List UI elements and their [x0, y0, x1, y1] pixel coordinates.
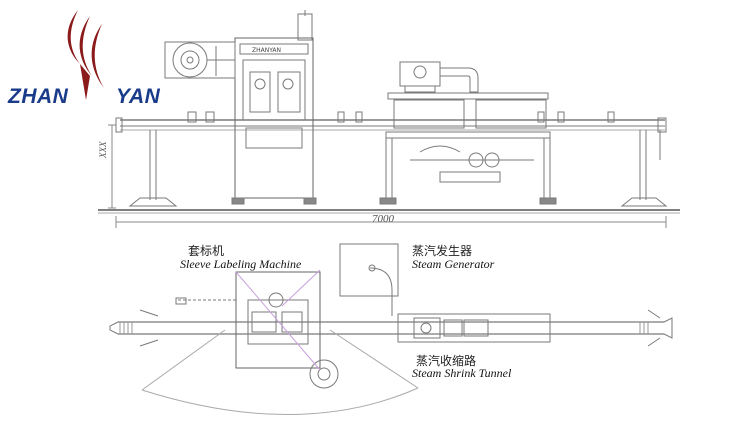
logo-mark-icon [67, 10, 104, 100]
elevation-view: ZHANYAN [98, 10, 680, 228]
brand-name-right: YAN [116, 85, 161, 108]
steam-tunnel-label-cn: 蒸汽收缩路 [416, 354, 477, 368]
steam-generator-label-cn: 蒸汽发生器 [412, 244, 473, 258]
sleeve-labeling-label-cn: 套标机 [188, 244, 225, 258]
steam-generator-label-en: Steam Generator [412, 257, 495, 271]
length-dimension: 7000 [372, 213, 394, 225]
brand-name-left: ZHAN [8, 85, 69, 108]
height-dimension: XXX [98, 141, 108, 159]
plan-view [109, 243, 673, 415]
steam-tunnel-label-en: Steam Shrink Tunnel [412, 366, 512, 380]
sleeve-labeling-label-en: Sleeve Labeling Machine [180, 257, 302, 271]
machine-plate-text: ZHANYAN [252, 47, 281, 54]
